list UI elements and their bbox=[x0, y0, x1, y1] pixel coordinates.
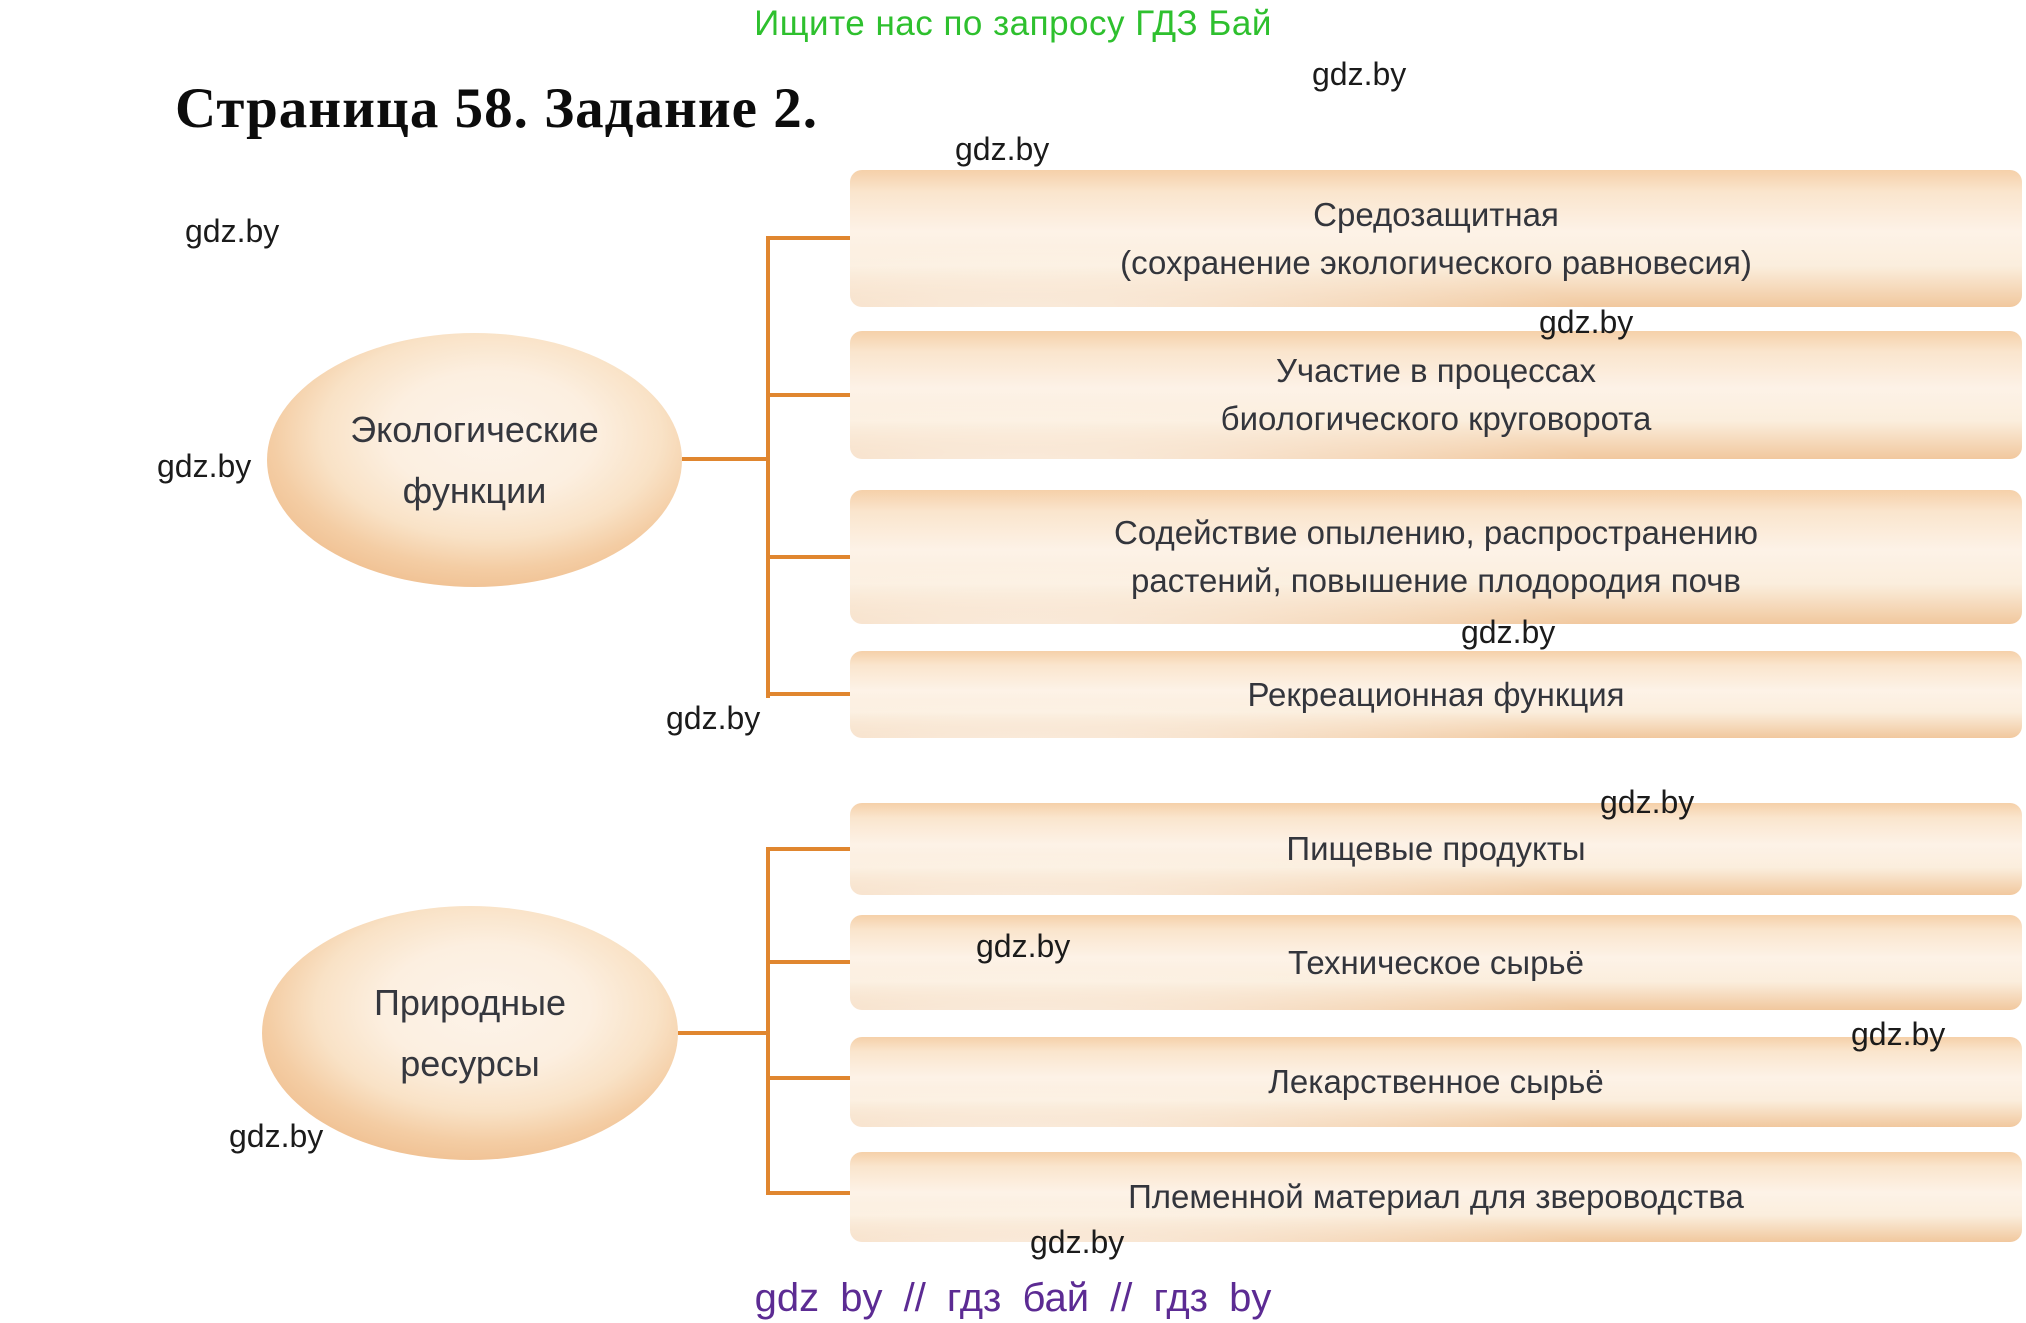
watermark-trunk1-bottom: gdz.by bbox=[666, 700, 761, 736]
page-title: Страница 58. Задание 2. bbox=[175, 77, 818, 140]
watermark-right-box7: gdz.by bbox=[1851, 1016, 1946, 1052]
ellipse-ecological-functions: Экологические функции bbox=[267, 333, 682, 587]
connector-stub-2a bbox=[770, 847, 850, 851]
box-label: Пищевые продукты bbox=[1286, 830, 1586, 868]
box-label: Содействие опылению, распространению рас… bbox=[1114, 514, 1758, 599]
box-pishchevye-produkty: Пищевые продукты bbox=[850, 803, 2022, 895]
watermark-left-ellipse1: gdz.by bbox=[157, 448, 252, 484]
connector-stub-1c bbox=[770, 555, 850, 559]
connector-stub-2c bbox=[770, 1076, 850, 1080]
connector-stub-1d bbox=[770, 692, 850, 696]
box-label: Рекреационная функция bbox=[1247, 675, 1625, 713]
watermark-left-ellipse2: gdz.by bbox=[229, 1118, 324, 1154]
box-plemennoy-material: Племенной материал для звероводства bbox=[850, 1152, 2022, 1242]
watermark-above-box5: gdz.by bbox=[1600, 784, 1695, 820]
watermark-above-box1: gdz.by bbox=[955, 131, 1050, 167]
box-tehnicheskoe-syryo: Техническое сырьё bbox=[850, 915, 2022, 1010]
promo-banner: Ищите нас по запросу ГДЗ Бай bbox=[754, 4, 1272, 43]
ellipse-label: Экологические функции bbox=[350, 408, 599, 511]
box-sodeystvie-opyleniyu: Содействие опылению, распространению рас… bbox=[850, 490, 2022, 624]
box-lekarstvennoe-syryo: Лекарственное сырьё bbox=[850, 1037, 2022, 1127]
footer-keywords: gdz by // гдз бай // гдз by bbox=[754, 1276, 1272, 1320]
connector-feed-2 bbox=[678, 1031, 768, 1035]
connector-stub-2b bbox=[770, 960, 850, 964]
connector-trunk-1 bbox=[766, 236, 770, 698]
box-label: Участие в процессах биологического круго… bbox=[1220, 352, 1652, 437]
watermark-box6-left: gdz.by bbox=[976, 928, 1071, 964]
connector-stub-2d bbox=[770, 1191, 850, 1195]
connector-stub-1a bbox=[770, 236, 850, 240]
box-label: Племенной материал для звероводства bbox=[1128, 1178, 1744, 1216]
box-sredozashchitnaya: Средозащитная (сохранение экологического… bbox=[850, 170, 2022, 307]
connector-trunk-2 bbox=[766, 847, 770, 1195]
watermark-right-box1: gdz.by bbox=[1539, 304, 1634, 340]
connector-stub-1b bbox=[770, 393, 850, 397]
watermark-left-top: gdz.by bbox=[185, 213, 280, 249]
box-label: Техническое сырьё bbox=[1288, 943, 1584, 981]
box-uchastie-v-processah: Участие в процессах биологического круго… bbox=[850, 331, 2022, 459]
ellipse-natural-resources: Природные ресурсы bbox=[262, 906, 678, 1160]
watermark-box3-bottom: gdz.by bbox=[1461, 614, 1556, 650]
box-rekreacionnaya-funkciya: Рекреационная функция bbox=[850, 651, 2022, 738]
watermark-below-box8: gdz.by bbox=[1030, 1224, 1125, 1260]
connector-feed-1 bbox=[682, 457, 768, 461]
ellipse-label: Природные ресурсы bbox=[373, 981, 567, 1084]
box-label: Лекарственное сырьё bbox=[1268, 1063, 1604, 1101]
watermark-top: gdz.by bbox=[1312, 56, 1407, 92]
box-label: Средозащитная (сохранение экологического… bbox=[1120, 195, 1752, 281]
